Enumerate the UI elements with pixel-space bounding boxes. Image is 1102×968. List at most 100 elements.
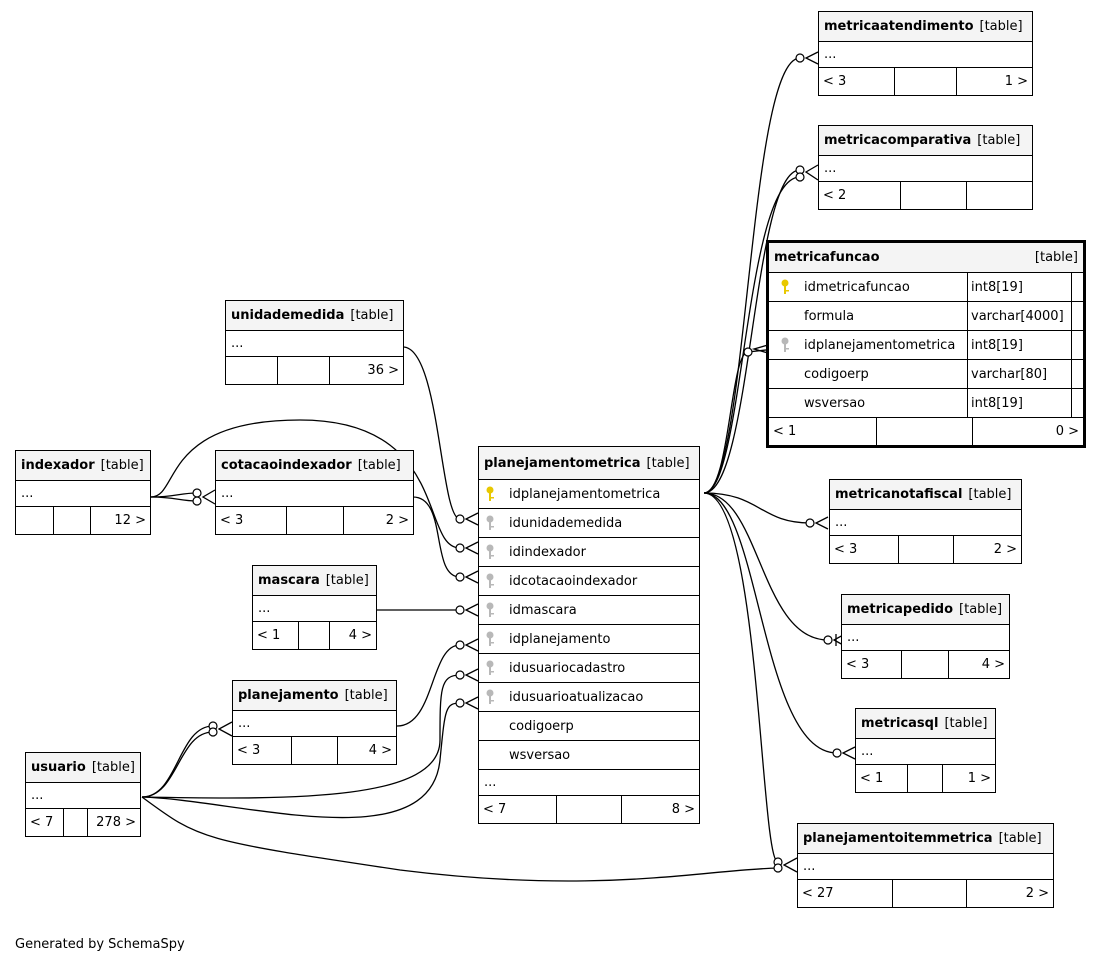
table-tag: [table]: [1034, 250, 1078, 265]
table-name: metricacomparativa: [824, 133, 972, 148]
primary-key-icon: [486, 486, 494, 501]
parents-count[interactable]: < 3: [819, 68, 895, 95]
foreign-key-icon: [781, 337, 789, 352]
table-planejamento[interactable]: planejamento[table] ... < 3 4 >: [232, 680, 397, 765]
table-usuario[interactable]: usuario[table] ... < 7 278 >: [25, 752, 141, 837]
parents-count[interactable]: < 27: [798, 880, 893, 907]
table-tag: [table]: [959, 602, 1003, 617]
column-row: codigoerp: [479, 712, 699, 741]
column-count: [287, 507, 344, 534]
table-name: indexador: [21, 458, 95, 473]
foreign-key-icon: [486, 631, 494, 646]
children-count[interactable]: 12 >: [114, 513, 146, 528]
edge-metricacomparativa-1: [703, 169, 801, 494]
edge-planejamentoitemmetrica: [703, 492, 779, 863]
parents-count[interactable]: < 7: [479, 796, 557, 823]
table-unidademedida[interactable]: unidademedida[table] ... 36 >: [225, 300, 404, 385]
table-columns: ...: [842, 625, 1009, 651]
generated-by-label: Generated by SchemaSpy: [15, 937, 185, 952]
parents-count[interactable]: < 3: [830, 536, 899, 563]
parents-count[interactable]: < 3: [233, 737, 292, 764]
edge-unidademedida: [402, 346, 461, 520]
table-name: planejamento: [238, 688, 339, 703]
edge-indexador-1: [150, 419, 461, 549]
column-name: idindexador: [509, 544, 586, 560]
column-count: [557, 796, 622, 823]
column-type: varchar[4000]: [968, 302, 1072, 330]
parents-count[interactable]: < 1: [769, 418, 877, 445]
parents-count[interactable]: [16, 507, 54, 534]
table-columns: ...: [798, 854, 1053, 880]
column-type: int8[19]: [968, 273, 1072, 301]
column-type: varchar[80]: [968, 360, 1072, 388]
edge-usuario-1: [141, 725, 214, 798]
parents-count[interactable]: < 1: [856, 765, 908, 792]
column-row: formula varchar[4000]: [769, 302, 1083, 331]
foreign-key-icon: [486, 689, 494, 704]
children-count[interactable]: 4 >: [368, 743, 392, 758]
children-count[interactable]: 8 >: [671, 802, 695, 817]
edge-indexador-3: [150, 496, 198, 502]
column-row: idusuariocadastro: [479, 654, 699, 683]
table-planejamentometrica[interactable]: planejamentometrica[table] idplanejament…: [478, 446, 700, 824]
table-tag: [table]: [998, 831, 1042, 846]
children-count[interactable]: 2 >: [1025, 886, 1049, 901]
edge-planejamento: [396, 644, 461, 727]
table-metricapedido[interactable]: metricapedido[table] ... < 3 4 >: [841, 594, 1010, 679]
table-mascara[interactable]: mascara[table] ... < 1 4 >: [252, 565, 377, 650]
parents-count[interactable]: < 1: [253, 622, 299, 649]
table-planejamentoitemmetrica[interactable]: planejamentoitemmetrica[table] ... < 27 …: [797, 823, 1054, 908]
table-name: metricanotafiscal: [835, 487, 963, 502]
table-tag: [table]: [646, 455, 690, 471]
table-metricacomparativa[interactable]: metricacomparativa[table] ... < 2: [818, 125, 1033, 210]
foreign-key-icon: [486, 515, 494, 530]
column-name: idcotacaoindexador: [509, 573, 638, 589]
children-count[interactable]: 2 >: [385, 513, 409, 528]
table-metricafuncao[interactable]: metricafuncao[table] idmetricafuncao int…: [766, 240, 1086, 448]
children-count[interactable]: [967, 182, 1032, 209]
edge-usuario-3: [141, 674, 461, 799]
column-row: idunidademedida: [479, 509, 699, 538]
parents-count[interactable]: [226, 357, 278, 384]
table-name: metricaatendimento: [824, 19, 974, 34]
children-count[interactable]: 36 >: [367, 363, 399, 378]
table-metricasql[interactable]: metricasql[table] ... < 1 1 >: [855, 708, 996, 793]
column-row: wsversao int8[19]: [769, 389, 1083, 418]
parents-count[interactable]: < 3: [216, 507, 287, 534]
table-indexador[interactable]: indexador[table] ... 12 >: [15, 450, 151, 535]
children-count[interactable]: 4 >: [981, 657, 1005, 672]
column-name: idplanejamentometrica: [804, 337, 956, 353]
foreign-key-icon: [486, 602, 494, 617]
table-columns: ...: [253, 596, 376, 622]
children-count[interactable]: 0 >: [1055, 424, 1079, 439]
children-count[interactable]: 278 >: [96, 815, 136, 830]
column-name: codigoerp: [804, 366, 869, 382]
foreign-key-icon: [486, 573, 494, 588]
column-count: [278, 357, 330, 384]
table-name: unidademedida: [231, 308, 345, 323]
parents-count[interactable]: < 2: [819, 182, 901, 209]
table-cotacaoindexador[interactable]: cotacaoindexador[table] ... < 3 2 >: [215, 450, 414, 535]
table-name: metricafuncao: [774, 250, 880, 265]
table-metricaatendimento[interactable]: metricaatendimento[table] ... < 3 1 >: [818, 11, 1033, 96]
column-name: idusuariocadastro: [509, 660, 626, 676]
column-name: wsversao: [804, 395, 866, 411]
foreign-key-icon: [486, 660, 494, 675]
table-name: mascara: [258, 573, 320, 588]
edge-usuario-2: [141, 731, 214, 798]
children-count[interactable]: 4 >: [348, 628, 372, 643]
column-count: [64, 809, 88, 836]
column-count: [893, 880, 967, 907]
column-row: idplanejamentometrica: [479, 480, 699, 509]
column-name: idplanejamento: [509, 631, 611, 647]
children-count[interactable]: 2 >: [993, 542, 1017, 557]
parents-count[interactable]: < 7: [26, 809, 64, 836]
edge-metricasql: [703, 492, 838, 754]
parents-count[interactable]: < 3: [842, 651, 902, 678]
children-count[interactable]: 1 >: [967, 771, 991, 786]
column-name: formula: [804, 308, 855, 324]
table-metricanotafiscal[interactable]: metricanotafiscal[table] ... < 3 2 >: [829, 479, 1022, 564]
column-count: [299, 622, 330, 649]
children-count[interactable]: 1 >: [1004, 74, 1028, 89]
column-name: idusuarioatualizacao: [509, 689, 644, 705]
